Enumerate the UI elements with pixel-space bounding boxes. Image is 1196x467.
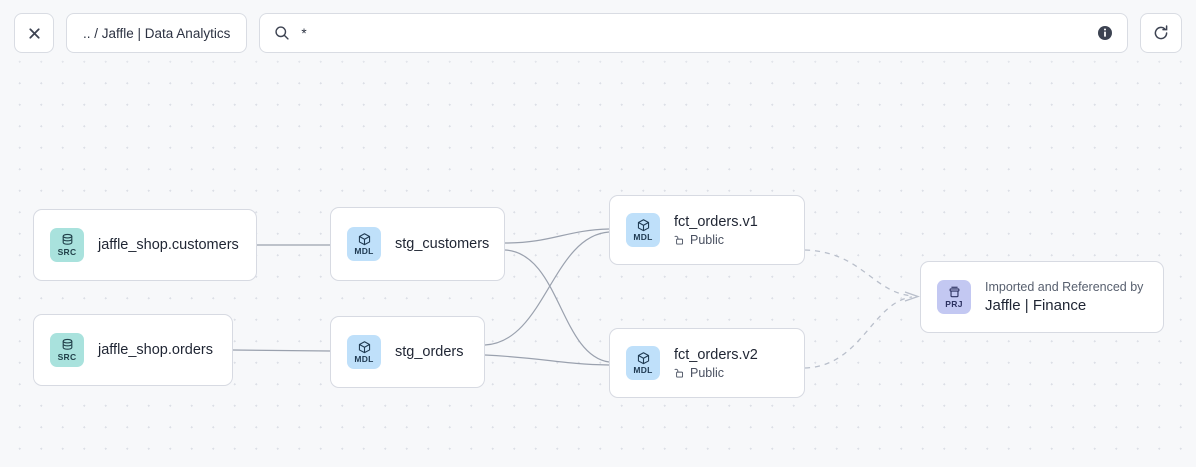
unlock-icon (674, 235, 684, 245)
badge-label: PRJ (945, 299, 963, 309)
edge-arrowhead (904, 291, 920, 302)
node-type-badge-src: SRC (50, 333, 84, 367)
refresh-button[interactable] (1140, 13, 1182, 53)
cube-icon (358, 233, 370, 246)
search-value: * (301, 25, 307, 41)
node-type-badge-mdl: MDL (626, 213, 660, 247)
node-stg-orders[interactable]: MDL stg_orders (330, 316, 485, 388)
node-type-badge-src: SRC (50, 228, 84, 262)
node-body: Imported and Referenced by Jaffle | Fina… (985, 280, 1143, 314)
search-input[interactable]: * (259, 13, 1128, 53)
node-type-badge-prj: PRJ (937, 280, 971, 314)
node-body: jaffle_shop.customers (98, 237, 239, 253)
node-body: fct_orders.v2 Public (674, 347, 758, 380)
unlock-icon (674, 368, 684, 378)
node-title: fct_orders.v1 (674, 213, 758, 230)
refresh-icon (1154, 25, 1168, 40)
edge-stgorders-fctv2 (484, 354, 610, 366)
database-icon (62, 338, 72, 350)
badge-label: SRC (57, 352, 77, 362)
node-title: stg_customers (395, 236, 490, 252)
visibility-label: Public (690, 365, 725, 380)
close-button[interactable] (14, 13, 54, 53)
node-type-badge-mdl: MDL (347, 335, 381, 369)
node-visibility: Public (674, 233, 758, 247)
close-icon (28, 27, 40, 39)
cube-icon (637, 352, 649, 365)
breadcrumb[interactable]: .. / Jaffle | Data Analytics (66, 13, 248, 53)
node-jaffle-shop-orders[interactable]: SRC jaffle_shop.orders (33, 314, 233, 386)
info-icon[interactable] (1097, 25, 1113, 41)
edge-orders-stgorders (232, 349, 331, 352)
project-box-icon (949, 286, 959, 298)
node-jaffle-finance-project[interactable]: PRJ Imported and Referenced by Jaffle | … (920, 261, 1164, 333)
search-icon (275, 26, 289, 40)
badge-label: MDL (354, 354, 374, 364)
toolbar: .. / Jaffle | Data Analytics * (0, 0, 1196, 66)
node-visibility: Public (674, 366, 758, 380)
node-title: jaffle_shop.orders (98, 342, 214, 358)
node-title: fct_orders.v2 (674, 346, 758, 363)
node-type-badge-mdl: MDL (626, 346, 660, 380)
node-type-badge-mdl: MDL (347, 227, 381, 261)
node-body: fct_orders.v1 Public (674, 214, 758, 247)
node-title: Jaffle | Finance (985, 297, 1087, 314)
edge-stgcustomers-fctv2 (504, 249, 610, 363)
badge-label: MDL (633, 365, 653, 375)
node-overline: Imported and Referenced by (985, 280, 1144, 294)
edge-fctv1-project (804, 249, 913, 297)
badge-label: MDL (354, 246, 374, 256)
edge-fctv2-project (804, 296, 913, 369)
node-title: jaffle_shop.customers (98, 237, 239, 253)
node-fct-orders-v1[interactable]: MDL fct_orders.v1 Public (609, 195, 805, 265)
badge-label: SRC (57, 247, 77, 257)
node-body: jaffle_shop.orders (98, 342, 213, 358)
badge-label: MDL (633, 232, 653, 242)
node-fct-orders-v2[interactable]: MDL fct_orders.v2 Public (609, 328, 805, 398)
node-body: stg_customers (395, 236, 489, 252)
cube-icon (358, 341, 370, 354)
node-body: stg_orders (395, 344, 464, 360)
node-stg-customers[interactable]: MDL stg_customers (330, 207, 505, 281)
edge-stgcustomers-fctv1 (504, 228, 610, 244)
visibility-label: Public (690, 232, 725, 247)
node-jaffle-shop-customers[interactable]: SRC jaffle_shop.customers (33, 209, 257, 281)
node-title: stg_orders (395, 344, 464, 360)
database-icon (62, 233, 72, 245)
cube-icon (637, 219, 649, 232)
